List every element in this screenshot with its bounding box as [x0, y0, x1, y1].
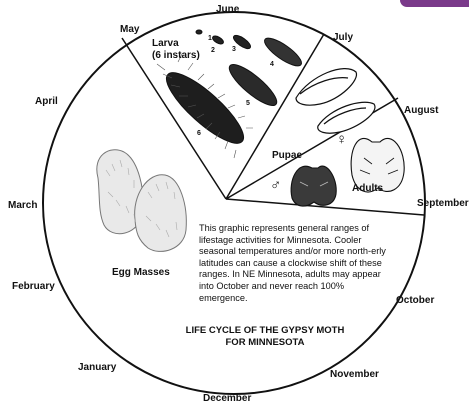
month-december: December	[203, 393, 251, 404]
title-line-2: FOR MINNESOTA	[140, 337, 390, 349]
month-june: June	[216, 4, 239, 15]
caterpillar-instar-2	[211, 34, 224, 45]
month-september: September	[417, 198, 469, 209]
month-november: November	[330, 369, 379, 380]
egg-mass-right	[135, 175, 187, 252]
label-larva-instars: (6 instars)	[152, 50, 200, 61]
pupa-case-upper	[296, 69, 357, 106]
title-line-1: LIFE CYCLE OF THE GYPSY MOTH	[140, 325, 390, 337]
pupae-illustration	[296, 69, 375, 134]
info-paragraph: This graphic represents general ranges o…	[199, 223, 395, 304]
instar-number-6: 6	[197, 128, 201, 139]
month-march: March	[8, 200, 37, 211]
month-may: May	[120, 24, 139, 35]
label-larva: Larva	[152, 38, 179, 49]
month-april: April	[35, 96, 58, 107]
instar-number-4: 4	[270, 59, 274, 70]
male-symbol: ♂	[270, 180, 281, 191]
month-october: October	[396, 295, 434, 306]
month-july: July	[333, 32, 353, 43]
label-adults: Adults	[352, 183, 383, 194]
caterpillar-instar-4	[261, 34, 305, 71]
month-january: January	[78, 362, 116, 373]
instar-number-5: 5	[246, 98, 250, 109]
month-august: August	[404, 105, 438, 116]
month-february: February	[12, 281, 55, 292]
adults-illustration	[291, 138, 404, 206]
caterpillar-instar-1	[196, 30, 202, 34]
male-moth	[291, 166, 336, 206]
egg-masses-illustration	[97, 150, 186, 252]
label-pupae: Pupae	[272, 150, 302, 161]
corner-accent	[400, 0, 469, 7]
diagram-title: LIFE CYCLE OF THE GYPSY MOTH FOR MINNESO…	[140, 325, 390, 349]
label-egg-masses: Egg Masses	[112, 267, 170, 278]
instar-number-1: 1	[208, 33, 212, 44]
female-symbol: ♀	[336, 134, 347, 145]
instar-number-3: 3	[232, 44, 236, 55]
pupa-case-lower	[318, 102, 375, 133]
instar-number-2: 2	[211, 45, 215, 56]
